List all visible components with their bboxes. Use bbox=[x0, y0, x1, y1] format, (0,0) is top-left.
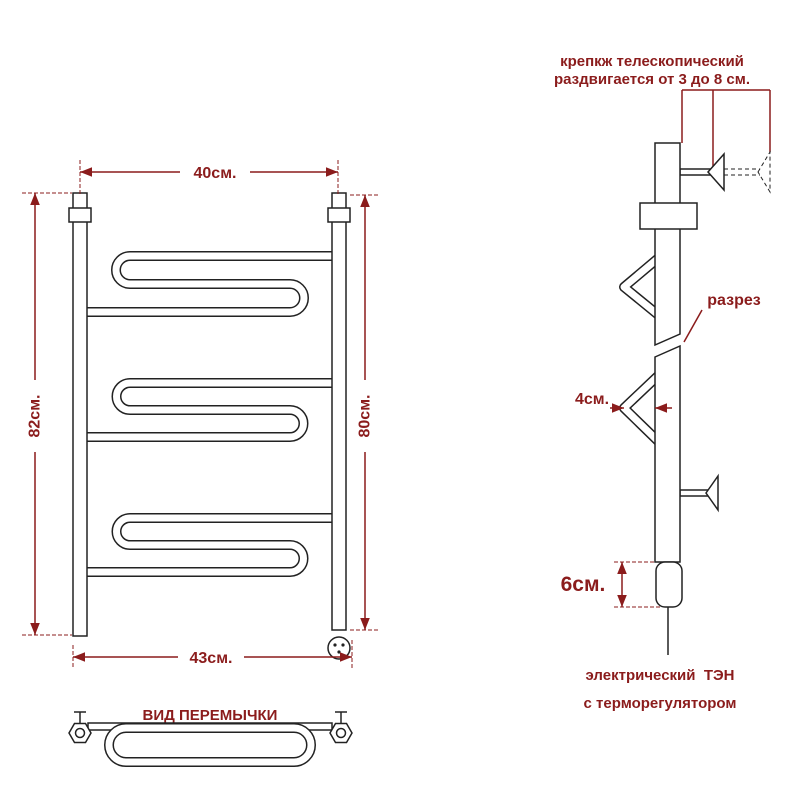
right-riser-pipe bbox=[331, 192, 347, 631]
bottom-connector bbox=[327, 636, 351, 660]
mount-label-line1: крепкж телескопический bbox=[560, 53, 744, 70]
side-view: крепкж телескопический раздвигается от 3… bbox=[554, 53, 771, 712]
lower-wall-mount bbox=[679, 473, 719, 513]
dimension-heater-height: 6см. bbox=[561, 561, 660, 608]
serpentine-loop-1 bbox=[80, 251, 339, 317]
dimension-height-left: 82см. bbox=[22, 192, 72, 636]
right-top-fitting bbox=[327, 207, 351, 223]
jumper-view-label: ВИД ПЕРЕМЫЧКИ bbox=[143, 707, 278, 724]
serpentine-loop-3 bbox=[80, 513, 339, 577]
section-label: разрез bbox=[707, 292, 760, 309]
jumper-view: ВИД ПЕРЕМЫЧКИ bbox=[68, 707, 353, 767]
left-top-fitting bbox=[68, 207, 92, 223]
upper-bracket bbox=[619, 251, 666, 322]
dimension-width-top: 40см. bbox=[79, 160, 339, 195]
side-pipe-lower bbox=[654, 344, 681, 563]
mount-extension-dimension bbox=[681, 89, 771, 168]
width-bottom-label: 43см. bbox=[190, 650, 233, 667]
section-callout: разрез bbox=[683, 292, 761, 343]
dimension-width-bottom: 43см. bbox=[72, 640, 353, 668]
dimension-bracket-depth: 4см. bbox=[575, 391, 672, 413]
heater-label-line2: с терморегулятором bbox=[584, 695, 737, 712]
bracket-depth-label: 4см. bbox=[575, 391, 609, 408]
heater-label-line1: электрический ТЭН bbox=[586, 667, 735, 684]
mount-label-line2: раздвигается от 3 до 8 см. bbox=[554, 71, 750, 88]
dimension-height-right: 80см. bbox=[350, 194, 378, 631]
width-top-label: 40см. bbox=[194, 165, 237, 182]
serpentine-loop-2 bbox=[80, 378, 339, 442]
left-riser-pipe bbox=[72, 192, 88, 637]
right-nut-icon bbox=[329, 711, 353, 744]
front-view: 40см. 82см. 80см. 43см. bbox=[22, 160, 378, 668]
jumper-loop bbox=[104, 723, 316, 767]
left-nut-icon bbox=[68, 711, 92, 744]
heater-height-label: 6см. bbox=[561, 573, 606, 596]
top-wall-mount bbox=[679, 150, 771, 194]
height-left-label: 82см. bbox=[27, 395, 44, 438]
side-pipe-upper bbox=[654, 142, 681, 347]
side-fitting-block bbox=[639, 202, 698, 230]
heater-element bbox=[655, 561, 683, 608]
height-right-label: 80см. bbox=[357, 395, 374, 438]
